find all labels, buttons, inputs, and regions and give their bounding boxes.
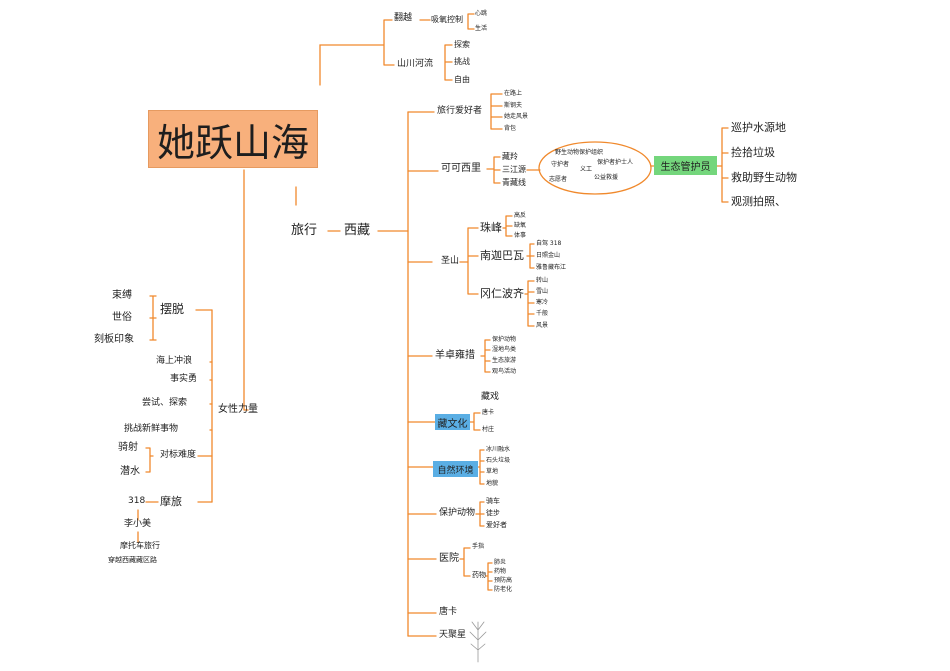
mind-map-title: 她跃山海	[156, 120, 309, 165]
leaf-women-4: 挑战新鲜事物	[124, 424, 179, 434]
node-hospital: 医院	[439, 553, 459, 564]
leaf-nature-4: 地貌	[486, 480, 499, 487]
node-moto: 摩旅	[160, 495, 182, 508]
node-hospital-sub2: 药物	[472, 571, 486, 579]
leaf-peak2-3: 雅鲁藏布江	[536, 264, 567, 271]
node-travel-lovers: 旅行爱好者	[437, 106, 483, 116]
ranger-task-4: 观测拍照、	[731, 195, 786, 208]
leaf-sports-2: 潜水	[120, 466, 140, 477]
leaf-travel-lovers-4: 背包	[504, 125, 517, 132]
leaf-lake-1: 保护动物	[492, 336, 517, 343]
node-peak-3: 冈仁波齐	[480, 287, 524, 300]
leaf-women-3: 尝试、探索	[142, 398, 188, 408]
node-peak-1: 珠峰	[480, 221, 502, 234]
nature-box: 自然环境	[433, 461, 478, 477]
eco-ranger-label: 生态管护员	[660, 162, 711, 173]
node-sports: 对标难度	[160, 450, 197, 460]
leaf-shanchuan-3: 自由	[454, 75, 470, 84]
leaf-zang-2: 村庄	[482, 426, 495, 433]
leaf-peak1-2: 缺氧	[514, 222, 527, 229]
leaf-nature-1: 冰川融水	[486, 446, 511, 453]
node-travel: 旅行	[291, 223, 318, 238]
leaf-moto-person: 李小美	[124, 519, 152, 529]
leaf-peak3-5: 风景	[536, 322, 549, 329]
leaf-hospital-3: 预防高	[494, 577, 513, 584]
node-kekexili: 可可西里	[441, 163, 481, 174]
ranger-task-1: 巡护水源地	[731, 121, 786, 134]
leaf-kekexili-1: 藏羚	[502, 152, 518, 161]
zang-culture-label: 藏文化	[437, 418, 468, 430]
leaf-lake-4: 观鸟活动	[492, 368, 517, 375]
leaf-moto-caption-1: 摩托车旅行	[120, 541, 160, 550]
title-box: 她跃山海	[148, 110, 318, 168]
node-fanyue-sub: 吸氧控制	[431, 15, 463, 24]
leaf-lake-3: 生态旅游	[492, 357, 517, 364]
leaf-moto-318: 318	[128, 496, 146, 506]
eco-ranger-box: 生态管护员	[654, 156, 717, 175]
nature-label: 自然环境	[437, 465, 474, 476]
node-hospital-sub1: 手指	[472, 543, 485, 550]
leaf-women-1: 海上冲浪	[156, 356, 193, 366]
leaf-peak1-1: 高反	[514, 212, 527, 219]
leaf-women-2: 事实勇	[170, 374, 198, 384]
leaf-peak3-4: 千般	[536, 310, 549, 317]
ranger-task-2: 捡拾垃圾	[731, 146, 775, 159]
leaf-shanchuan-2: 挑战	[454, 57, 470, 66]
node-tangka: 唐卡	[439, 607, 458, 617]
leaf-sports-1: 骑射	[118, 442, 138, 453]
leaf-peak3-2: 雪山	[536, 288, 549, 295]
node-peak-2: 南迦巴瓦	[480, 249, 524, 262]
leaf-moto-caption-2: 穿越西藏藏区路	[108, 556, 157, 564]
leaf-hospital-4: 防老化	[494, 586, 513, 593]
leaf-protect-2: 徒步	[486, 509, 500, 517]
node-sacred: 圣山	[441, 256, 460, 266]
leaf-hospital-1: 肺炎	[494, 559, 507, 566]
node-tibet: 西藏	[344, 223, 371, 238]
zang-culture-box: 藏文化	[435, 414, 470, 430]
leaf-peak1-3: 体事	[514, 232, 527, 239]
leaf-shanchuan-1: 探索	[454, 40, 470, 49]
leaf-kekexili-2: 三江源	[502, 165, 526, 174]
leaf-peak3-1: 转山	[536, 277, 549, 284]
leaf-peak2-2: 日照金山	[536, 252, 561, 259]
oval-right-2: 公益救援	[594, 174, 619, 181]
node-lake: 羊卓雍措	[435, 350, 475, 361]
node-fanyue: 翻越	[394, 13, 413, 23]
leaf-fanyue-2: 生活	[475, 25, 488, 32]
node-shanchuan: 山川河流	[397, 59, 434, 69]
leaf-peak3-3: 寒冷	[536, 299, 549, 306]
oval-mid: 义工	[580, 166, 593, 173]
leaf-travel-lovers-1: 在路上	[504, 90, 523, 97]
leaf-nature-2: 石头垃圾	[486, 457, 511, 464]
leaf-zang-1: 唐卡	[482, 409, 495, 416]
node-tianjuxing: 天聚星	[439, 630, 467, 640]
node-protect: 保护动物	[439, 508, 476, 518]
leaf-fanyue-1: 心跳	[475, 10, 488, 17]
leaf-hospital-2: 药物	[494, 568, 507, 575]
oval-left-1: 野生动物保护组织	[555, 149, 604, 156]
leaf-zang-top: 藏戏	[481, 392, 500, 402]
oval-left-2: 守护者	[551, 161, 570, 168]
leaf-peak2-1: 自驾 318	[536, 240, 562, 247]
leaf-protect-1: 骑车	[486, 497, 500, 505]
leaf-lake-2: 湿地鸟类	[492, 346, 517, 353]
leaf-break-3: 刻板印象	[94, 334, 134, 345]
leaf-break-2: 世俗	[112, 312, 132, 323]
oval-right-1: 保护者护士人	[597, 159, 634, 166]
node-women-power: 女性力量	[218, 404, 258, 415]
leaf-protect-3: 爱好者	[486, 521, 507, 529]
leaf-nature-3: 草地	[486, 468, 499, 475]
oval-left-3: 志愿者	[549, 176, 568, 183]
node-break-free: 摆脱	[160, 302, 185, 316]
leaf-travel-lovers-3: 她走风景	[504, 113, 529, 120]
ranger-task-3: 救助野生动物	[731, 171, 797, 184]
leaf-break-1: 束缚	[112, 290, 132, 301]
leaf-kekexili-3: 青藏线	[502, 178, 526, 187]
leaf-travel-lovers-2: 斯钢夫	[504, 102, 523, 109]
